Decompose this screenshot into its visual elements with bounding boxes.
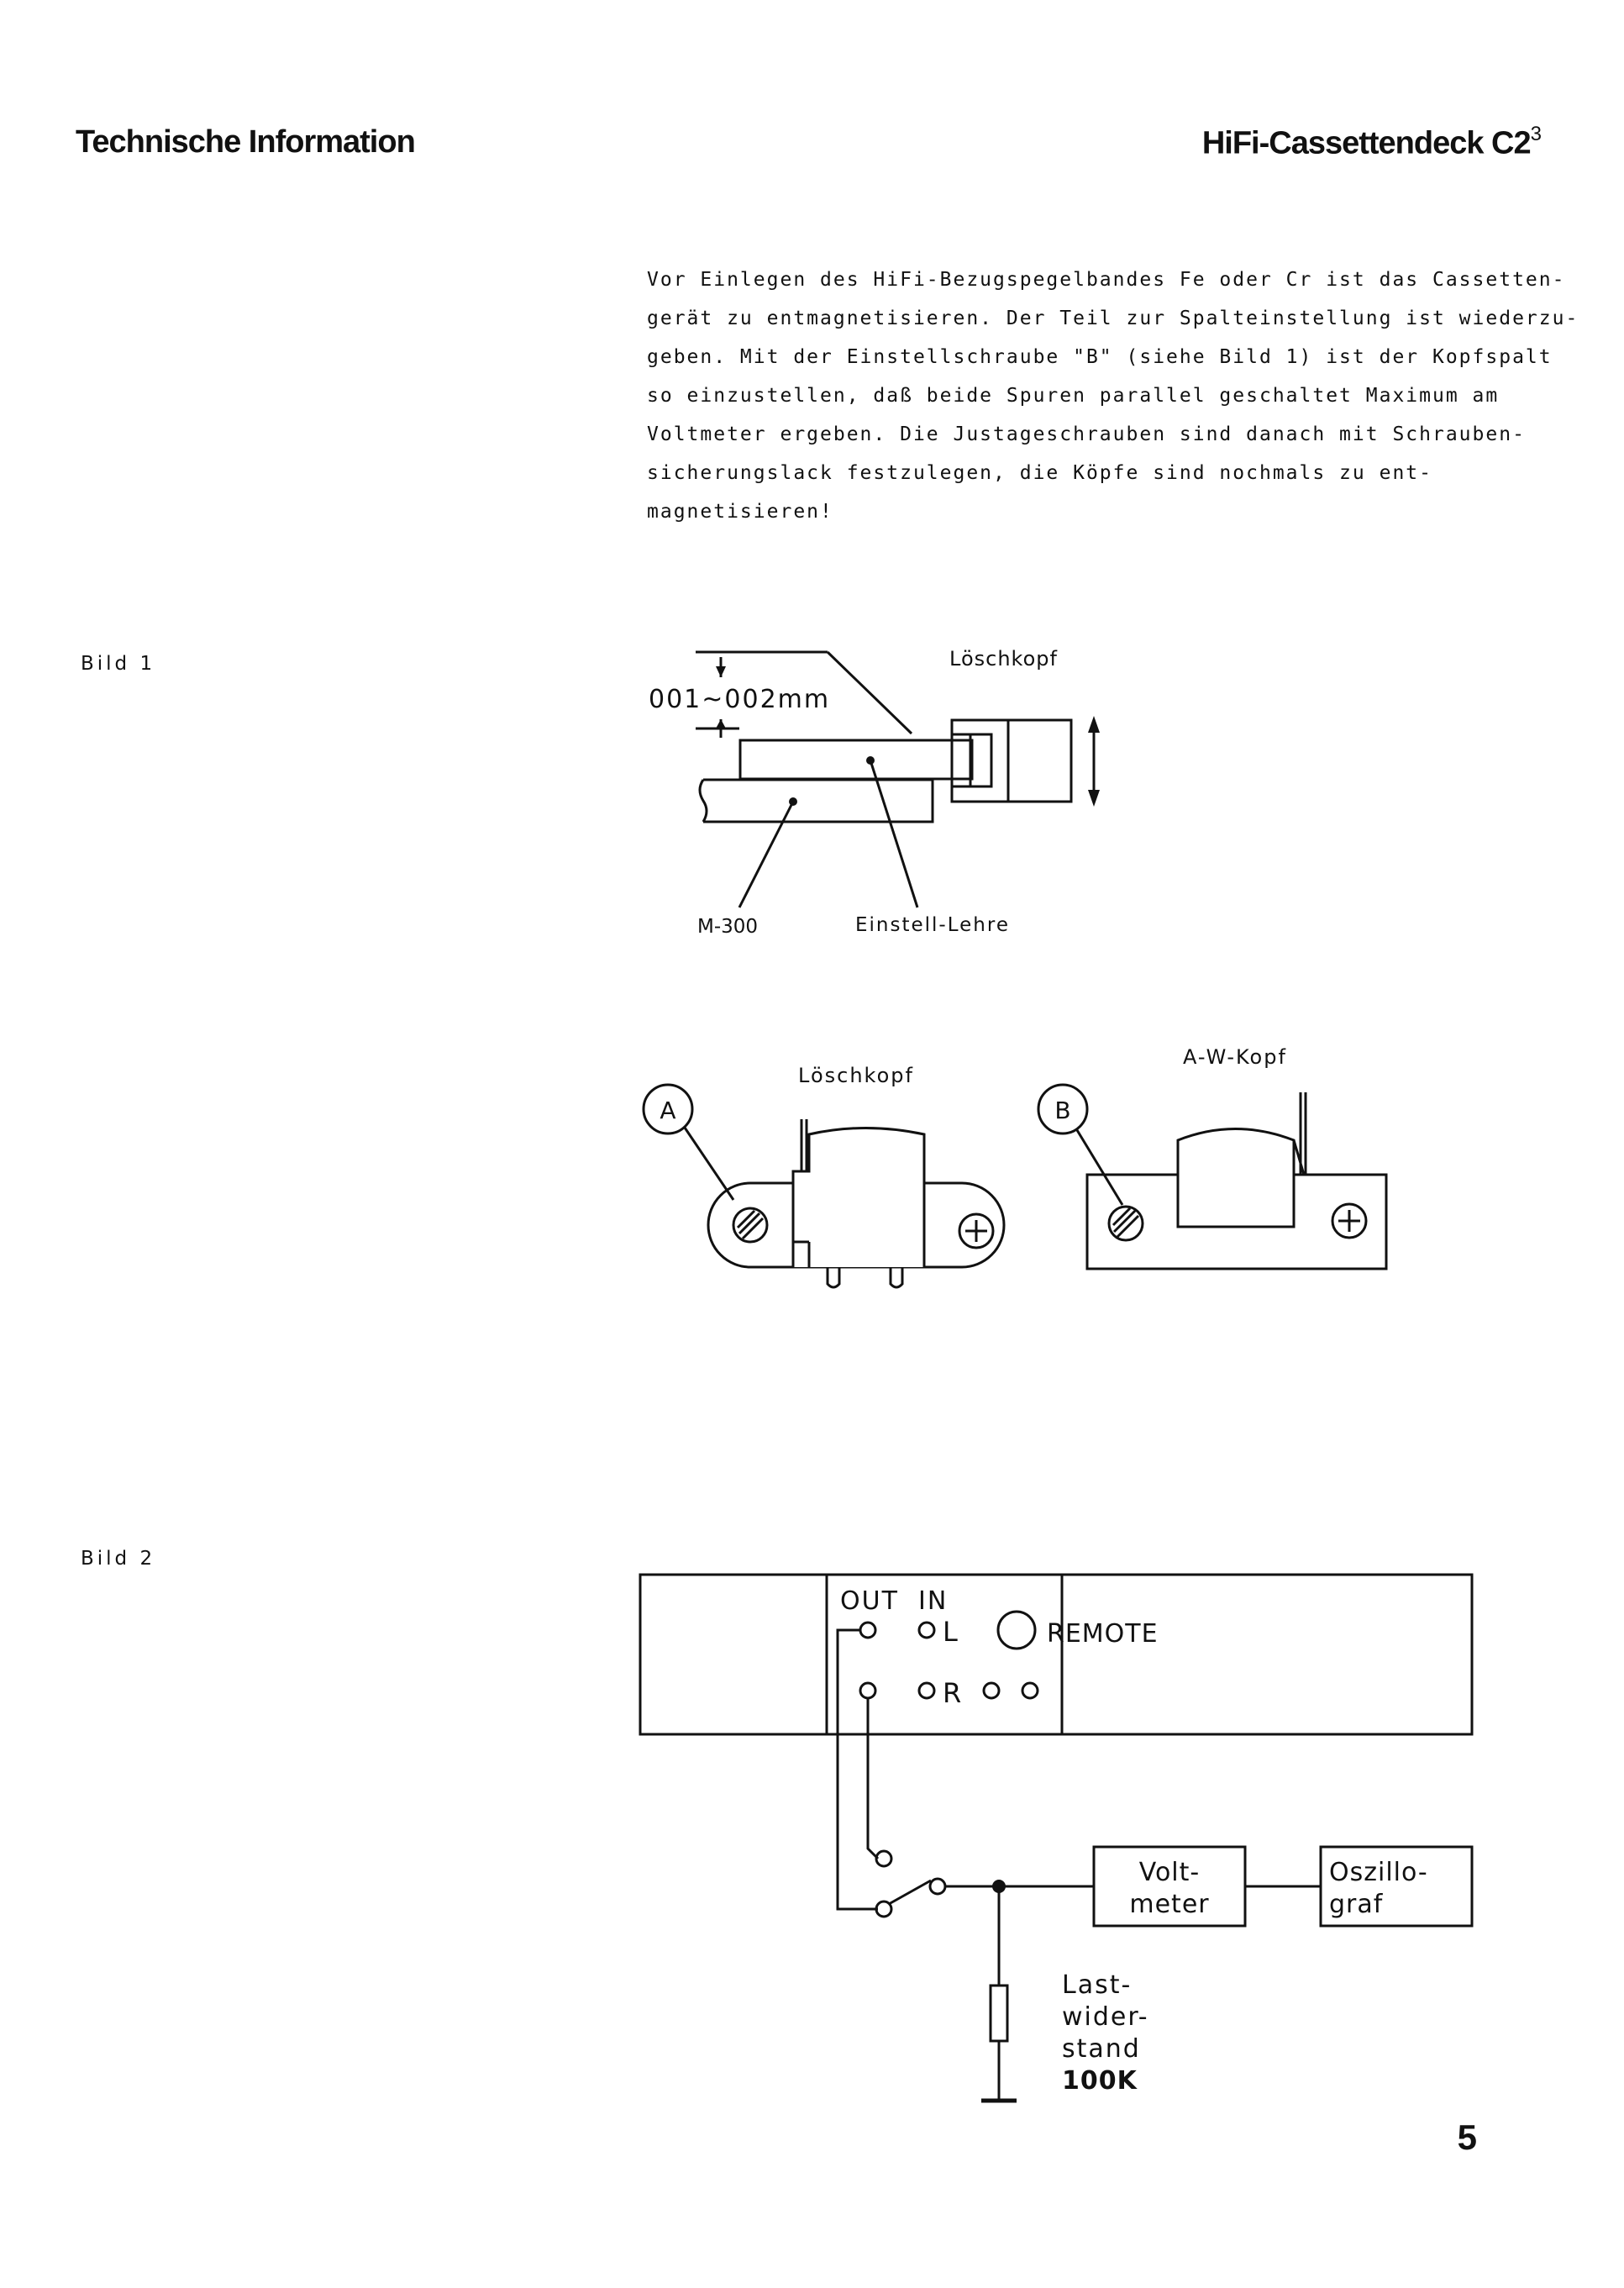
page-number: 5 bbox=[1457, 2117, 1477, 2157]
figure2-label: Bild 2 bbox=[81, 1548, 156, 1570]
figure1-label: Bild 1 bbox=[81, 653, 156, 675]
gauge-diagram: 001~002mm Löschkopf M-300 Einstell-Lehre bbox=[649, 647, 1100, 938]
screw-a-marker: A bbox=[660, 1097, 675, 1124]
in-label: IN bbox=[918, 1586, 948, 1616]
product-superscript: 3 bbox=[1530, 123, 1542, 145]
right-channel-label: R bbox=[943, 1677, 961, 1709]
screw-b-marker: B bbox=[1054, 1097, 1070, 1124]
gauge-label: Einstell-Lehre bbox=[855, 914, 1010, 936]
remote-label: REMOTE bbox=[1047, 1619, 1159, 1649]
intro-line: so einzustellen, daß beide Spuren parall… bbox=[647, 385, 1500, 407]
resistor-line2: wider- bbox=[1062, 2002, 1149, 2032]
intro-line: Voltmeter ergeben. Die Justageschrauben … bbox=[647, 423, 1526, 445]
intro-line: geben. Mit der Einstellschraube "B" (sie… bbox=[647, 346, 1553, 368]
measurement-circuit: OUT IN L REMOTE R Volt- meter Oszillo- g… bbox=[639, 1573, 1474, 2103]
oscillograph-line2: graf bbox=[1329, 1890, 1384, 1919]
voltmeter-line2: meter bbox=[1129, 1890, 1209, 1919]
product-title: HiFi-Cassettendeck C23 bbox=[1201, 123, 1542, 162]
rw-head-label: A-W-Kopf bbox=[1183, 1045, 1287, 1069]
intro-line: magnetisieren! bbox=[647, 501, 833, 523]
product-name: HiFi-Cassettendeck C2 bbox=[1201, 125, 1532, 161]
document-title: Technische Information bbox=[76, 124, 416, 160]
oscillograph-line1: Oszillo- bbox=[1329, 1858, 1428, 1887]
rw-head-diagram: A-W-Kopf B bbox=[1037, 1045, 1388, 1270]
dimension-label: 001~002mm bbox=[649, 685, 830, 714]
intro-line: gerät zu entmagnetisieren. Der Teil zur … bbox=[647, 308, 1579, 329]
resistor-line4: 100K bbox=[1062, 2066, 1138, 2096]
voltmeter-line1: Volt- bbox=[1139, 1858, 1200, 1887]
left-channel-label: L bbox=[943, 1616, 958, 1648]
out-label: OUT bbox=[840, 1586, 899, 1616]
erase-head-diagram: Löschkopf A bbox=[642, 1064, 1006, 1289]
intro-line: sicherungslack festzulegen, die Köpfe si… bbox=[647, 462, 1432, 484]
intro-paragraph: Vor Einlegen des HiFi-Bezugspegelbandes … bbox=[647, 260, 1579, 531]
head-label: Löschkopf bbox=[949, 647, 1058, 671]
resistor-line1: Last- bbox=[1062, 1970, 1132, 2000]
base-label: M-300 bbox=[697, 916, 758, 938]
intro-line: Vor Einlegen des HiFi-Bezugspegelbandes … bbox=[647, 269, 1566, 291]
erase-head-label: Löschkopf bbox=[798, 1064, 914, 1087]
resistor-line3: stand bbox=[1062, 2034, 1141, 2064]
